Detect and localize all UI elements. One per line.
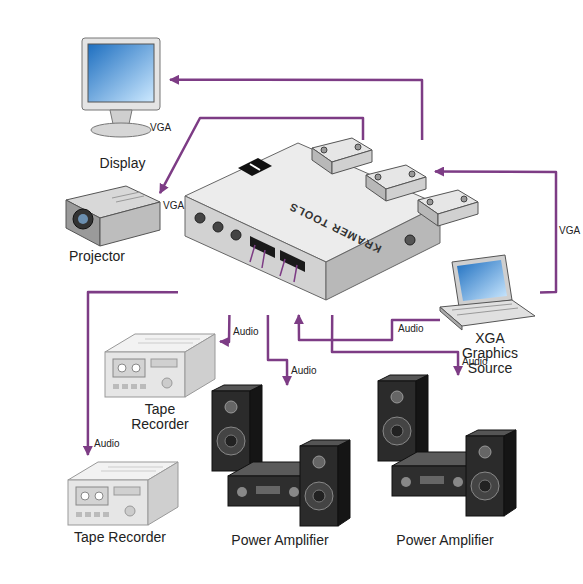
tape-recorder-node: Tape Recorder <box>100 318 220 436</box>
kramer-logo-mark <box>250 164 260 170</box>
projector-illustration <box>66 186 160 246</box>
device-label: Display <box>75 156 170 171</box>
cable-wire <box>332 315 458 375</box>
cable-wire <box>220 315 229 342</box>
cable-label: Audio <box>291 365 317 376</box>
laptop-illustration <box>440 255 535 330</box>
terminal-wire <box>262 250 265 268</box>
cable-wire <box>170 80 422 140</box>
device-label: Power Amplifier <box>370 533 520 548</box>
cable-label: VGA <box>559 225 580 236</box>
switcher-illustration <box>185 143 440 300</box>
monitor-neck <box>110 110 132 124</box>
display-node: Display <box>75 35 170 175</box>
amplifier-node: Power Amplifier <box>205 385 355 550</box>
speaker-illustration <box>212 385 262 471</box>
cable-label: Audio <box>233 326 259 337</box>
cable-wire <box>435 172 556 293</box>
projector-vent <box>112 192 140 198</box>
device-label: Tape Recorder <box>120 402 200 432</box>
laptop-keys <box>457 308 518 315</box>
audio-jack <box>231 230 241 240</box>
cable-label: Audio <box>398 323 424 334</box>
device-label: Projector <box>58 249 136 264</box>
projector-node: Projector <box>58 183 160 267</box>
cable-wire <box>299 315 440 340</box>
cable-label: Audio <box>462 356 488 367</box>
projector-vent <box>116 196 144 202</box>
projector-glass <box>78 214 88 224</box>
device-label: Tape Recorder <box>50 530 190 545</box>
tape-recorder-illustration <box>68 462 178 525</box>
device-label: Power Amplifier <box>205 533 355 548</box>
speaker-illustration <box>466 430 516 516</box>
cable-wire <box>160 118 363 193</box>
kramer-logo <box>238 158 272 176</box>
terminal-wire <box>294 265 297 282</box>
laptop-lid <box>452 255 512 307</box>
display-monitor <box>82 38 160 137</box>
vga-plug <box>312 138 372 174</box>
speaker-illustration <box>378 375 428 461</box>
device-label: XGA Graphics Source <box>460 331 520 376</box>
laptop-node: XGA Graphics Source <box>440 255 540 380</box>
monitor-base <box>91 123 151 137</box>
laptop-screen <box>457 260 507 301</box>
terminal-wire <box>250 245 255 262</box>
switcher-node: KRAMER TOOLS <box>178 140 435 315</box>
projector-lens <box>73 209 93 229</box>
monitor-bezel <box>82 38 160 110</box>
terminal-wire <box>280 259 285 276</box>
tape-recorder-illustration <box>105 334 215 397</box>
monitor-screen <box>88 44 154 102</box>
amplifier-node: Power Amplifier <box>370 375 520 550</box>
cable-label: Audio <box>94 438 120 449</box>
tape-recorder-node: Tape Recorder <box>50 455 190 550</box>
cable-label: VGA <box>150 122 171 133</box>
vga-plug <box>366 165 426 201</box>
power-socket <box>405 235 415 245</box>
device-label: KRAMER TOOLS <box>278 196 391 259</box>
laptop-keys <box>452 304 512 310</box>
audio-jack <box>195 213 205 223</box>
cable-wire <box>268 315 287 385</box>
projector-side <box>100 202 160 246</box>
cable-label: VGA <box>163 200 184 211</box>
vga-plug <box>418 190 478 226</box>
projector-front <box>66 200 100 246</box>
laptop-edge <box>440 307 462 330</box>
audio-jack <box>213 222 223 232</box>
speaker-illustration <box>300 440 350 526</box>
